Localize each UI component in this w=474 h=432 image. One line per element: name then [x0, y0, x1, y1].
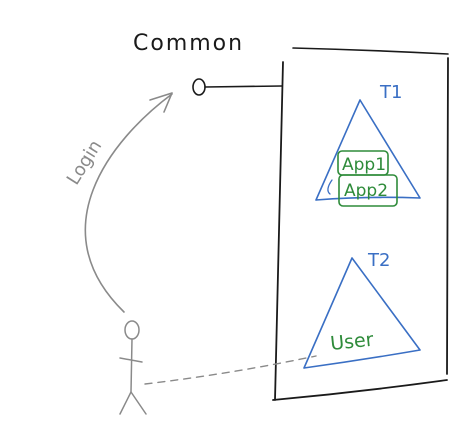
container-bottom-edge [272, 379, 448, 401]
actor-legs [119, 391, 147, 415]
login-label: Login [63, 136, 107, 188]
actor-to-user-dashed-line [144, 355, 317, 385]
container-box [272, 47, 449, 401]
common-endpoint [192, 78, 283, 96]
container-right-edge [446, 57, 449, 375]
app1-label: App1 [342, 155, 386, 175]
login-arrow [84, 92, 173, 313]
container-left-edge [274, 61, 284, 401]
user-label: User [329, 329, 375, 355]
login-arrow-curve [84, 93, 173, 313]
tenant2-triangle [303, 257, 421, 369]
tenant1-label: T1 [379, 82, 402, 103]
actor-head [124, 320, 140, 340]
common-label: Common [133, 31, 244, 56]
actor-arms [119, 357, 143, 363]
actor-stick-figure [119, 320, 147, 415]
app1-box: App1 [337, 150, 389, 176]
container-top-edge [292, 47, 449, 55]
tenant1-triangle [315, 99, 421, 201]
actor-body [130, 338, 133, 393]
tenant2-label: T2 [367, 250, 390, 271]
app2-box: App2 [338, 174, 398, 207]
login-arrow-head [149, 92, 173, 113]
endpoint-connector [204, 85, 283, 88]
endpoint-circle [192, 78, 206, 96]
app2-label: App2 [344, 181, 388, 201]
